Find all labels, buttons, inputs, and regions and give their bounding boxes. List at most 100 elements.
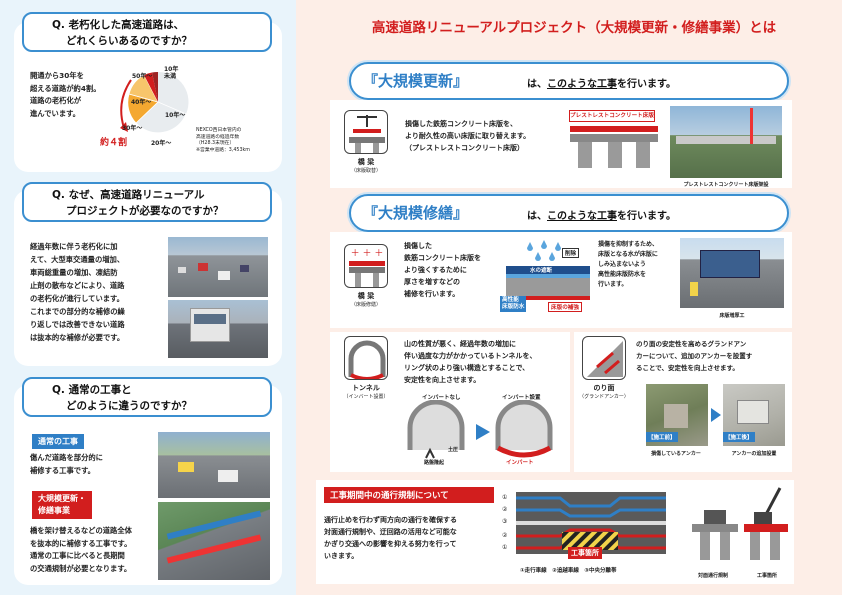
pie-label-10under: 10年 未満 <box>164 66 179 80</box>
q1-heading: Q. 老朽化した高速道路は、 どれくらいあるのですか？ <box>22 12 272 52</box>
q2-photo-truck <box>168 300 268 358</box>
q3-photo-large <box>158 502 270 580</box>
shuzen-big-label: 『大規模修繕』 <box>363 204 469 222</box>
shuzen-icon-label-main: 橋 梁 <box>357 292 375 300</box>
pie-slice-50plus <box>144 72 158 102</box>
pie-slice-10plus <box>158 71 189 114</box>
kisei-lane-number-2: ② <box>502 506 508 513</box>
svg-text:＋ ＋ ＋: ＋ ＋ ＋ <box>351 248 384 259</box>
pie-slice-20plus <box>135 101 187 134</box>
label-invert-installed: インバート設置 <box>502 395 541 401</box>
kisei-bridge-illustration <box>692 487 788 560</box>
q3-photo-normal <box>158 432 270 498</box>
q2-text: 経過年数に伴う老朽化に加 えて、大型車交通量の増加、 車両総重量の増加、凍結防 … <box>30 242 125 342</box>
tunnel-icon-label-sub: （インバート設置） <box>343 394 389 400</box>
koushin-deck-diagram <box>570 126 658 168</box>
shuzen-text: 損傷した 鉄筋コンクリート床版を より強くするために 厚さを増すなどの 補修を行… <box>404 242 481 298</box>
tunnel-diagram <box>407 400 553 459</box>
koushin-rest-underlined: このような工事 <box>547 79 617 90</box>
tag-normal-work: 通常の工事 <box>32 434 84 449</box>
q3-title-line1: Q. 通常の工事と <box>52 384 132 396</box>
bridge-replace-icon <box>344 110 388 154</box>
shuzen-rest-pre: は、 <box>527 211 547 222</box>
koushin-red-label: プレストレストコンクリート床版 <box>569 110 655 122</box>
q1-title-line1: Q. 老朽化した高速道路は、 <box>52 19 185 31</box>
q2-heading: Q. なぜ、高速道路リニューアル プロジェクトが必要なのですか？ <box>22 182 272 222</box>
koushin-icon-label-sub: （床版取替） <box>350 168 381 174</box>
shuzen-banner: 『大規模修繕』 は、このような工事を行います。 <box>349 194 789 232</box>
koushin-big-label: 『大規模更新』 <box>363 72 469 90</box>
kisei-text: 通行止めを行わず両方向の通行を確保する 対面通行規制や、迂回路の活用など可能な … <box>324 516 457 560</box>
kisei-lane-number-1b: ① <box>502 544 508 551</box>
kisei-lane-number-3: ③ <box>502 518 508 525</box>
shuzen-rest-underlined: このような工事 <box>547 211 617 222</box>
tag-after: 【施工後】 <box>723 432 755 442</box>
q2-title-line2: プロジェクトが必要なのですか？ <box>66 205 224 217</box>
tunnel-icon <box>344 336 388 380</box>
shuzen-text2: 損傷を抑制するため、 床版となる水が床版に しみ込まないよう 高性能床版防水を … <box>598 241 659 288</box>
pie-slice-40plus <box>128 74 159 103</box>
label-earth-pressure: 土圧 <box>448 447 459 453</box>
q2-photo-traffic <box>168 237 268 297</box>
norimen-icon-label: のり面 （グランドアンカー） <box>574 384 634 402</box>
q1-note: NEXCO西日本管内の 高速道路の経過年数 （H28.3末現在） ※営業中道路：… <box>196 128 250 153</box>
label-roadbed-uplift: 路盤隆起 <box>424 460 445 466</box>
q3-title-line2: どのように違うのですか？ <box>66 400 192 412</box>
tunnel-icon-label: トンネル（インバート設置） <box>336 384 396 402</box>
kisei-caption-right: 工事箇所 <box>756 573 777 579</box>
pie-label-10plus: 10年～ <box>165 112 186 119</box>
kisei-caption-left: 対面通行規制 <box>697 573 728 579</box>
label-invert: インバート <box>506 460 534 466</box>
pie-label-20plus: 20年～ <box>151 140 172 147</box>
koushin-photo <box>670 106 782 178</box>
koushin-icon-label-main: 橋 梁 <box>357 158 375 166</box>
pie-label-50plus: 50年～ <box>132 73 153 80</box>
label-high-perf-waterproof: 高性能 床版防水 <box>500 296 527 312</box>
norimen-caption-after: アンカーの追加設置 <box>731 451 777 457</box>
q3-heading: Q. 通常の工事と どのように違うのですか？ <box>22 377 272 417</box>
pie-slice-10under <box>152 71 158 102</box>
tag-before: 【施工前】 <box>646 432 678 442</box>
q1-pie-chart <box>120 71 189 134</box>
q1-callout: 約４割 <box>100 138 128 148</box>
shuzen-icon-label: 橋 梁 （床版修繕） <box>340 292 392 310</box>
q3-text1: 傷んだ道路を部分的に 補修する工事です。 <box>30 453 103 475</box>
slope-anchor-icon <box>582 336 626 380</box>
pie-label-30plus: 30年～ <box>122 125 143 132</box>
shuzen-rest: は、このような工事を行います。 <box>527 207 676 222</box>
label-water-block: 水の遮断 <box>530 268 553 274</box>
tag-large-scale: 大規模更新・ 修繕事業 <box>32 491 92 519</box>
koushin-rest: は、このような工事を行います。 <box>527 75 676 90</box>
kisei-lane-number-1: ① <box>502 494 508 501</box>
q1-title-line2: どれくらいあるのですか？ <box>66 35 192 47</box>
shuzen-waterproof-diagram <box>506 240 590 300</box>
label-no-invert: インバートなし <box>422 395 461 401</box>
koushin-icon-label: 橋 梁 （床版取替） <box>340 158 392 176</box>
arrow-right-icon <box>711 408 721 422</box>
koushin-text: 損傷した鉄筋コンクリート床版を、 より耐久性の高い床版に取り替えます。 （プレス… <box>405 120 531 152</box>
tunnel-text: 山の性質が悪く、経過年数の増加に 伴い過度な力がかかっているトンネルを、 リング… <box>404 340 537 384</box>
koushin-rest-pre: は、 <box>527 79 547 90</box>
q1-text: 開通から30年を 超える道路が約4割。 道路の老朽化が 進んでいます。 <box>30 71 101 118</box>
shuzen-icon-label-sub: （床版修繕） <box>350 302 381 308</box>
shuzen-photo-caption: 床版増厚工 <box>719 313 745 319</box>
tag-large-scale-line2: 修繕事業 <box>38 506 70 515</box>
koushin-photo-caption: プレストレストコンクリート床版架設 <box>683 182 769 188</box>
kisei-title: 工事期間中の通行規制について <box>324 487 494 503</box>
shuzen-rest-post: を行います。 <box>617 211 676 222</box>
kisei-lane-diagram <box>516 492 666 554</box>
norimen-icon-label-sub: （グランドアンカー） <box>579 394 629 400</box>
kisei-lane-number-2b: ② <box>502 532 508 539</box>
shuzen-photo <box>680 238 784 308</box>
koushin-rest-post: を行います。 <box>617 79 676 90</box>
label-removal: 削除 <box>562 248 580 258</box>
pie-label-40plus: 40年～ <box>131 99 152 106</box>
bridge-repair-icon: ＋ ＋ ＋ <box>344 244 388 288</box>
q2-title-line1: Q. なぜ、高速道路リニューアル <box>52 189 205 201</box>
norimen-text: のり面の安定性を高めるグランドアン カーについて、追加のアンカーを設置す ること… <box>636 340 753 372</box>
kisei-legend: ①走行車線 ②追越車線 ③中央分離帯 <box>520 568 617 574</box>
label-deck-reinforce: 床版の補強 <box>548 302 582 312</box>
page-title: 高速道路リニューアルプロジェクト（大規模更新・修繕事業）とは <box>371 20 777 36</box>
q3-text2: 橋を架け替えるなどの道路全体 を抜本的に補修する工事です。 通常の工事に比べると… <box>30 526 132 573</box>
norimen-icon-label-main: のり面 <box>593 384 615 392</box>
